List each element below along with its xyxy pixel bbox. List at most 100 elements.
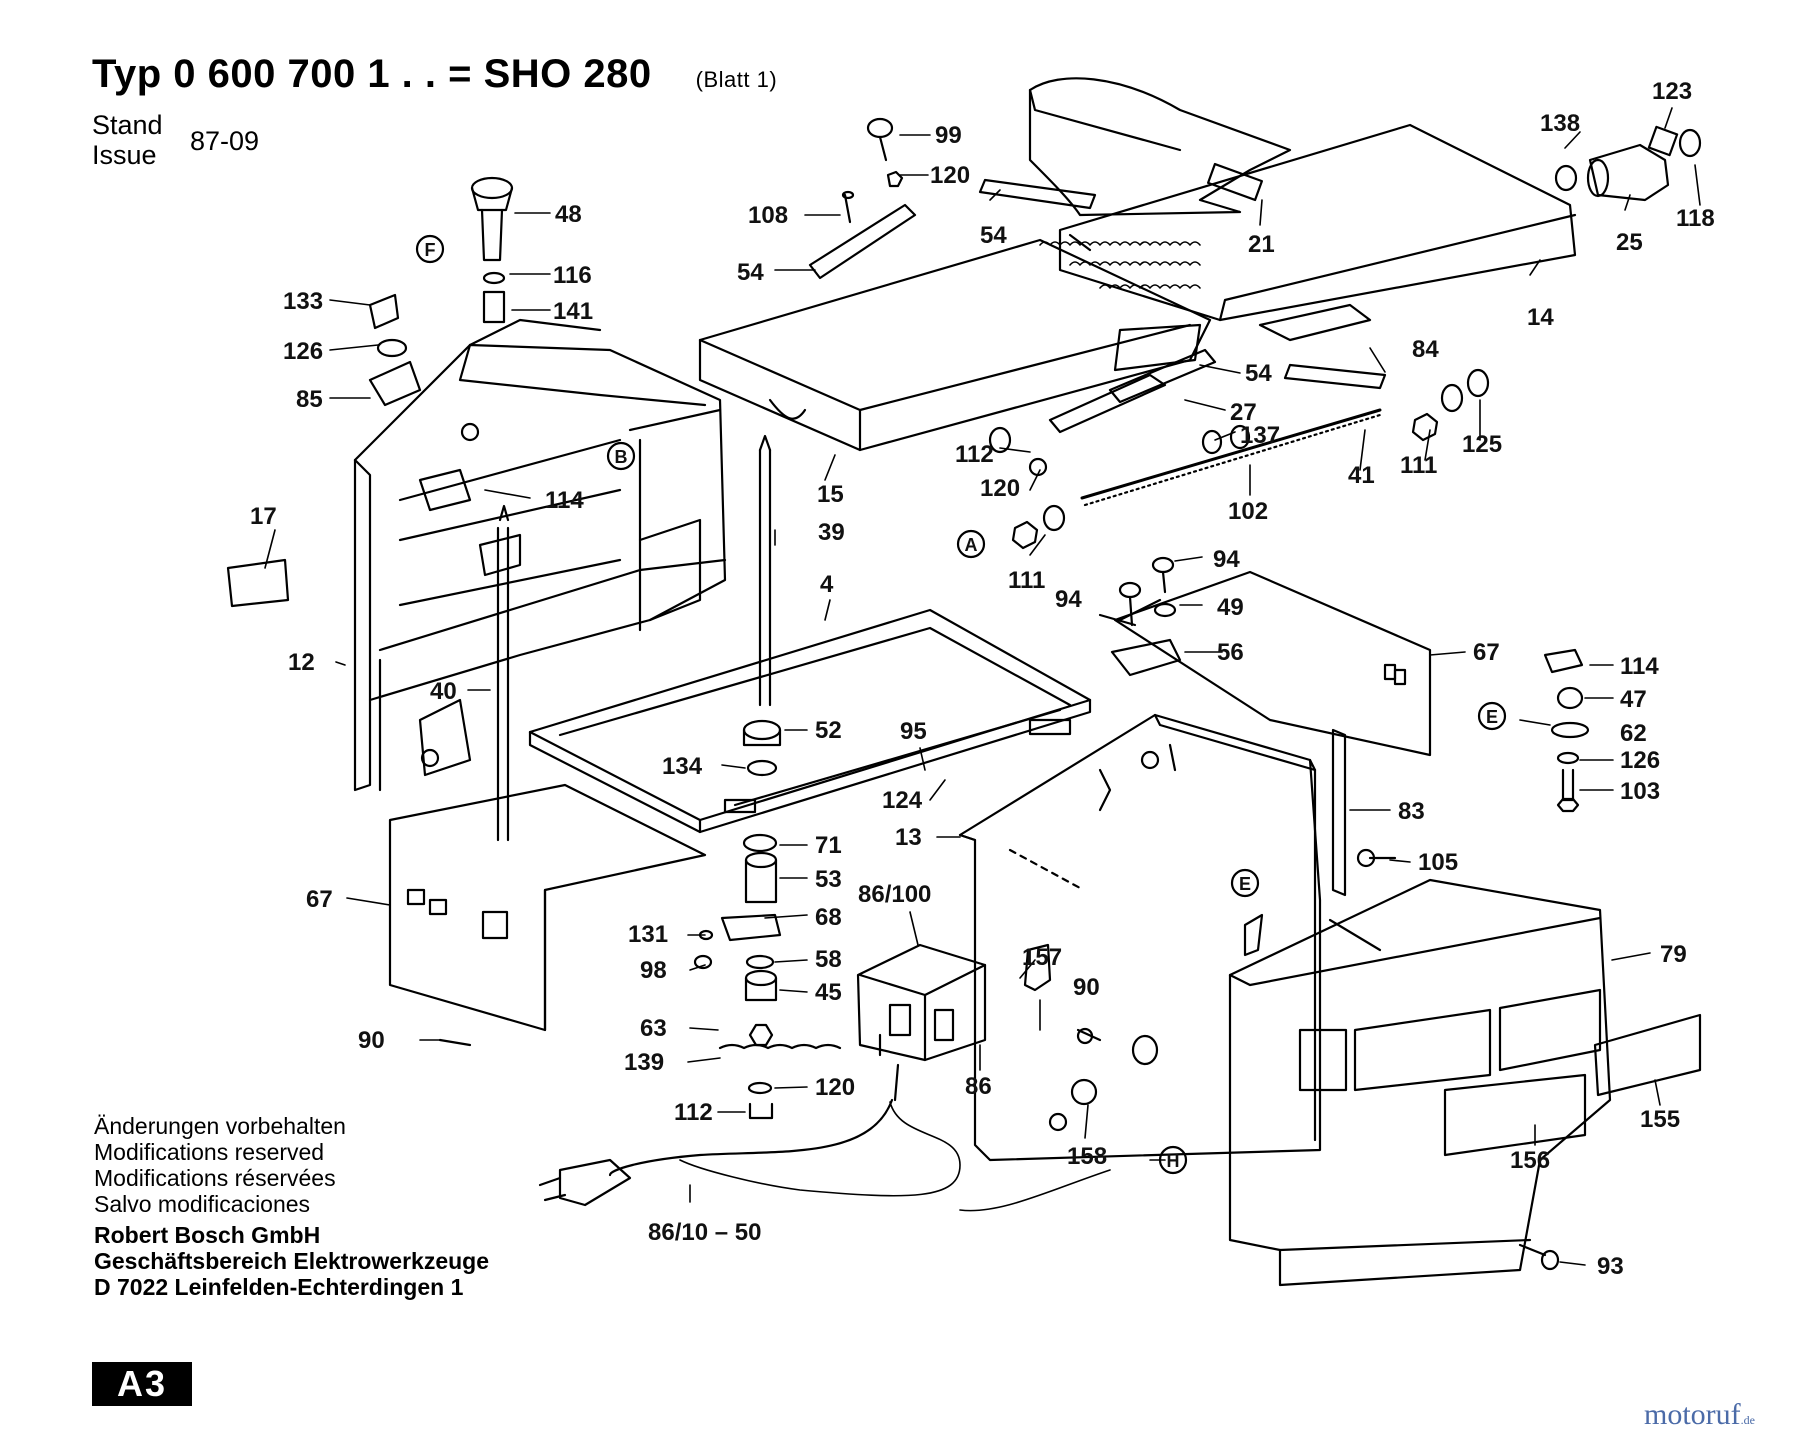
label-83: 83 bbox=[1398, 798, 1425, 825]
company-name: Robert Bosch GmbH bbox=[94, 1222, 321, 1248]
switch-box bbox=[856, 943, 987, 1102]
label-84: 84 bbox=[1412, 336, 1439, 363]
svg-text:F: F bbox=[425, 240, 436, 260]
label-79: 79 bbox=[1660, 941, 1687, 968]
label-54: 54 bbox=[980, 222, 1007, 249]
label-63: 63 bbox=[640, 1015, 667, 1042]
label-126: 126 bbox=[1620, 747, 1660, 774]
label-116: 116 bbox=[553, 262, 592, 289]
label-45: 45 bbox=[815, 979, 842, 1006]
label-68: 68 bbox=[815, 904, 842, 931]
callout-e: E bbox=[1477, 701, 1507, 731]
outfeed-table bbox=[698, 238, 1212, 452]
label-111: 111 bbox=[1400, 452, 1437, 479]
callout-h: H bbox=[1158, 1145, 1188, 1175]
brand-tld: .de bbox=[1740, 1413, 1755, 1427]
label-99: 99 bbox=[935, 122, 962, 149]
sticker-17 bbox=[226, 558, 290, 608]
label-156: 156 bbox=[1510, 1147, 1550, 1174]
callout-markers: F B A E E H bbox=[415, 234, 1507, 1175]
label-13: 13 bbox=[895, 824, 922, 851]
note-es: Salvo modificaciones bbox=[94, 1191, 311, 1217]
bracket-56 bbox=[1098, 556, 1182, 677]
label-52: 52 bbox=[815, 717, 842, 744]
label-54: 54 bbox=[737, 259, 764, 286]
base-table bbox=[528, 608, 1092, 834]
callout-f: F bbox=[415, 234, 445, 264]
label-39: 39 bbox=[818, 519, 845, 546]
label-41: 41 bbox=[1348, 462, 1375, 489]
label-158: 158 bbox=[1067, 1143, 1107, 1170]
sheet-number: (Blatt 1) bbox=[695, 67, 778, 92]
company-address: Robert Bosch GmbH Geschäftsbereich Elekt… bbox=[94, 1222, 489, 1300]
label-95: 95 bbox=[900, 718, 927, 745]
stand-label: Stand bbox=[92, 110, 163, 140]
issue-date: 87-09 bbox=[190, 126, 260, 156]
small-parts-right bbox=[1023, 648, 1590, 1045]
threaded-rods bbox=[496, 434, 772, 842]
label-133: 133 bbox=[283, 288, 323, 315]
label-62: 62 bbox=[1620, 720, 1647, 747]
label-86-10-50: 86/10 – 50 bbox=[648, 1219, 761, 1246]
company-division: Geschäftsbereich Elektrowerkzeuge bbox=[94, 1248, 489, 1274]
adjuster-knob-assembly bbox=[988, 125, 1702, 550]
callout-e: E bbox=[1230, 868, 1260, 898]
label-111: 111 bbox=[1008, 567, 1045, 594]
label-54: 54 bbox=[1245, 360, 1272, 387]
part-number-labels: 99 120 108 54 54 21 14 138 123 25 118 48… bbox=[250, 78, 1715, 1280]
company-city: D 7022 Leinfelden-Echterdingen 1 bbox=[94, 1274, 464, 1300]
label-85: 85 bbox=[296, 386, 323, 413]
label-157: 157 bbox=[1022, 944, 1062, 971]
label-71: 71 bbox=[815, 832, 842, 859]
callout-b: B bbox=[606, 441, 636, 471]
label-49: 49 bbox=[1217, 594, 1244, 621]
label-114: 114 bbox=[545, 487, 584, 514]
label-102: 102 bbox=[1228, 498, 1268, 525]
label-134: 134 bbox=[662, 753, 703, 780]
type-designation: Typ 0 600 700 1 . . = SHO 280(Blatt 1) bbox=[92, 52, 777, 97]
label-56: 56 bbox=[1217, 639, 1244, 666]
fence-plate bbox=[1028, 77, 1292, 217]
sticker-155 bbox=[1593, 1013, 1702, 1097]
label-4: 4 bbox=[820, 571, 834, 598]
label-139: 139 bbox=[624, 1049, 664, 1076]
label-15: 15 bbox=[817, 481, 844, 508]
label-93: 93 bbox=[1597, 1253, 1624, 1280]
label-53: 53 bbox=[815, 866, 842, 893]
label-48: 48 bbox=[555, 201, 582, 228]
svg-text:A: A bbox=[965, 535, 978, 555]
note-en: Modifications reserved bbox=[94, 1139, 325, 1165]
label-12: 12 bbox=[288, 649, 315, 676]
column-parts bbox=[693, 719, 842, 1120]
label-155: 155 bbox=[1640, 1106, 1680, 1133]
label-120: 120 bbox=[930, 162, 970, 189]
knob-top-left bbox=[368, 176, 514, 407]
comb-teeth bbox=[1039, 241, 1201, 289]
svg-text:H: H bbox=[1167, 1151, 1180, 1171]
modification-notes: Änderungen vorbehalten Modifications res… bbox=[94, 1113, 346, 1217]
svg-text:B: B bbox=[615, 447, 628, 467]
label-120: 120 bbox=[815, 1074, 855, 1101]
label-14: 14 bbox=[1527, 304, 1554, 331]
label-94: 94 bbox=[1055, 586, 1082, 613]
infeed-table bbox=[1058, 123, 1577, 322]
left-side-frame bbox=[353, 318, 727, 792]
label-126: 126 bbox=[283, 338, 323, 365]
sheet-tag: A3 bbox=[92, 1362, 192, 1406]
label-125: 125 bbox=[1462, 431, 1502, 458]
stand-issue-labels: Stand Issue bbox=[92, 110, 163, 170]
callout-a: A bbox=[956, 529, 986, 559]
brand-watermark: motoruf.de bbox=[1644, 1398, 1755, 1432]
label-67: 67 bbox=[1473, 639, 1500, 666]
svg-text:E: E bbox=[1486, 707, 1498, 727]
label-67: 67 bbox=[306, 886, 333, 913]
issue-label: Issue bbox=[92, 140, 157, 170]
label-47: 47 bbox=[1620, 686, 1647, 713]
brand-name: motoruf bbox=[1644, 1398, 1741, 1431]
note-de: Änderungen vorbehalten bbox=[94, 1113, 346, 1139]
label-86-100: 86/100 bbox=[858, 881, 931, 908]
label-138: 138 bbox=[1540, 110, 1580, 137]
label-94: 94 bbox=[1213, 546, 1240, 573]
cable-and-plug bbox=[538, 1098, 1111, 1212]
